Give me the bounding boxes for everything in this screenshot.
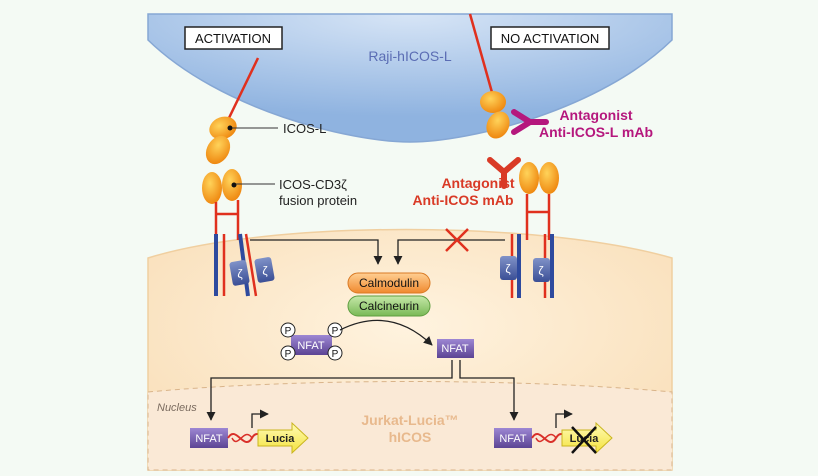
reporter-right: NFAT Lucia [494, 409, 613, 455]
svg-text:ζ: ζ [262, 264, 268, 278]
svg-text:P: P [285, 349, 292, 360]
antagonist-icos-label-2: Anti-ICOS mAb [412, 192, 513, 208]
svg-text:P: P [285, 326, 292, 337]
calmodulin: Calmodulin [347, 272, 431, 294]
no-activation-box: NO ACTIVATION [490, 26, 610, 50]
svg-text:NFAT: NFAT [195, 433, 223, 445]
signal-arrows [250, 239, 505, 265]
icos-cd3z-receptor-left: ζ ζ [202, 169, 275, 297]
antagonist-icos-l-antibody [511, 109, 549, 135]
svg-text:P: P [332, 349, 339, 360]
lucia-label-left: Lucia [266, 433, 296, 445]
icos-l-tether-left [226, 57, 260, 121]
reporter-blocked-cross [571, 426, 597, 454]
icos-l-label: ICOS-L [283, 121, 326, 136]
antagonist-icos-label-1: Antagonist [441, 175, 514, 191]
jurkat-label-1: Jurkat-Lucia™ [361, 412, 458, 428]
nuclear-translocation-arrows [206, 360, 519, 421]
activation-label: ACTIVATION [195, 31, 271, 46]
antagonist-icos-l-label-2: Anti-ICOS-L mAb [539, 124, 653, 140]
calmodulin-label: Calmodulin [359, 276, 419, 290]
activation-box: ACTIVATION [184, 26, 283, 50]
calcineurin-label: Calcineurin [359, 299, 419, 313]
fusion-protein-label-2: fusion protein [279, 193, 357, 208]
nfat-active: NFAT [437, 339, 474, 358]
fusion-protein-label-1: ICOS-CD3ζ [279, 177, 347, 192]
svg-text:NFAT: NFAT [499, 433, 527, 445]
svg-text:P: P [332, 326, 339, 337]
nucleus-label: Nucleus [157, 402, 197, 414]
svg-text:NFAT: NFAT [441, 343, 469, 355]
icos-cd3z-receptor-right: ζ ζ [500, 162, 559, 298]
svg-text:ζ: ζ [505, 262, 511, 276]
no-activation-label: NO ACTIVATION [501, 31, 599, 46]
nfat-phosphorylated: NFAT P P P P [280, 322, 343, 361]
svg-text:NFAT: NFAT [297, 340, 325, 352]
reporter-left: NFAT Lucia [190, 409, 309, 455]
antagonist-icos-l-label-1: Antagonist [559, 107, 632, 123]
icos-l-ligand-right [480, 91, 510, 139]
blocked-cross [445, 228, 469, 252]
antagonist-icos-antibody [487, 157, 521, 189]
icos-l-ligand-left [205, 116, 237, 165]
raji-cell-label: Raji-hICOS-L [368, 48, 451, 64]
calcineurin: Calcineurin [347, 295, 431, 317]
svg-text:ζ: ζ [237, 267, 243, 281]
svg-text:ζ: ζ [538, 264, 544, 278]
jurkat-label-2: hICOS [389, 429, 432, 445]
nucleus [147, 381, 673, 471]
icos-l-tether-right [468, 13, 495, 97]
dephosphorylation-arrow [339, 319, 433, 346]
